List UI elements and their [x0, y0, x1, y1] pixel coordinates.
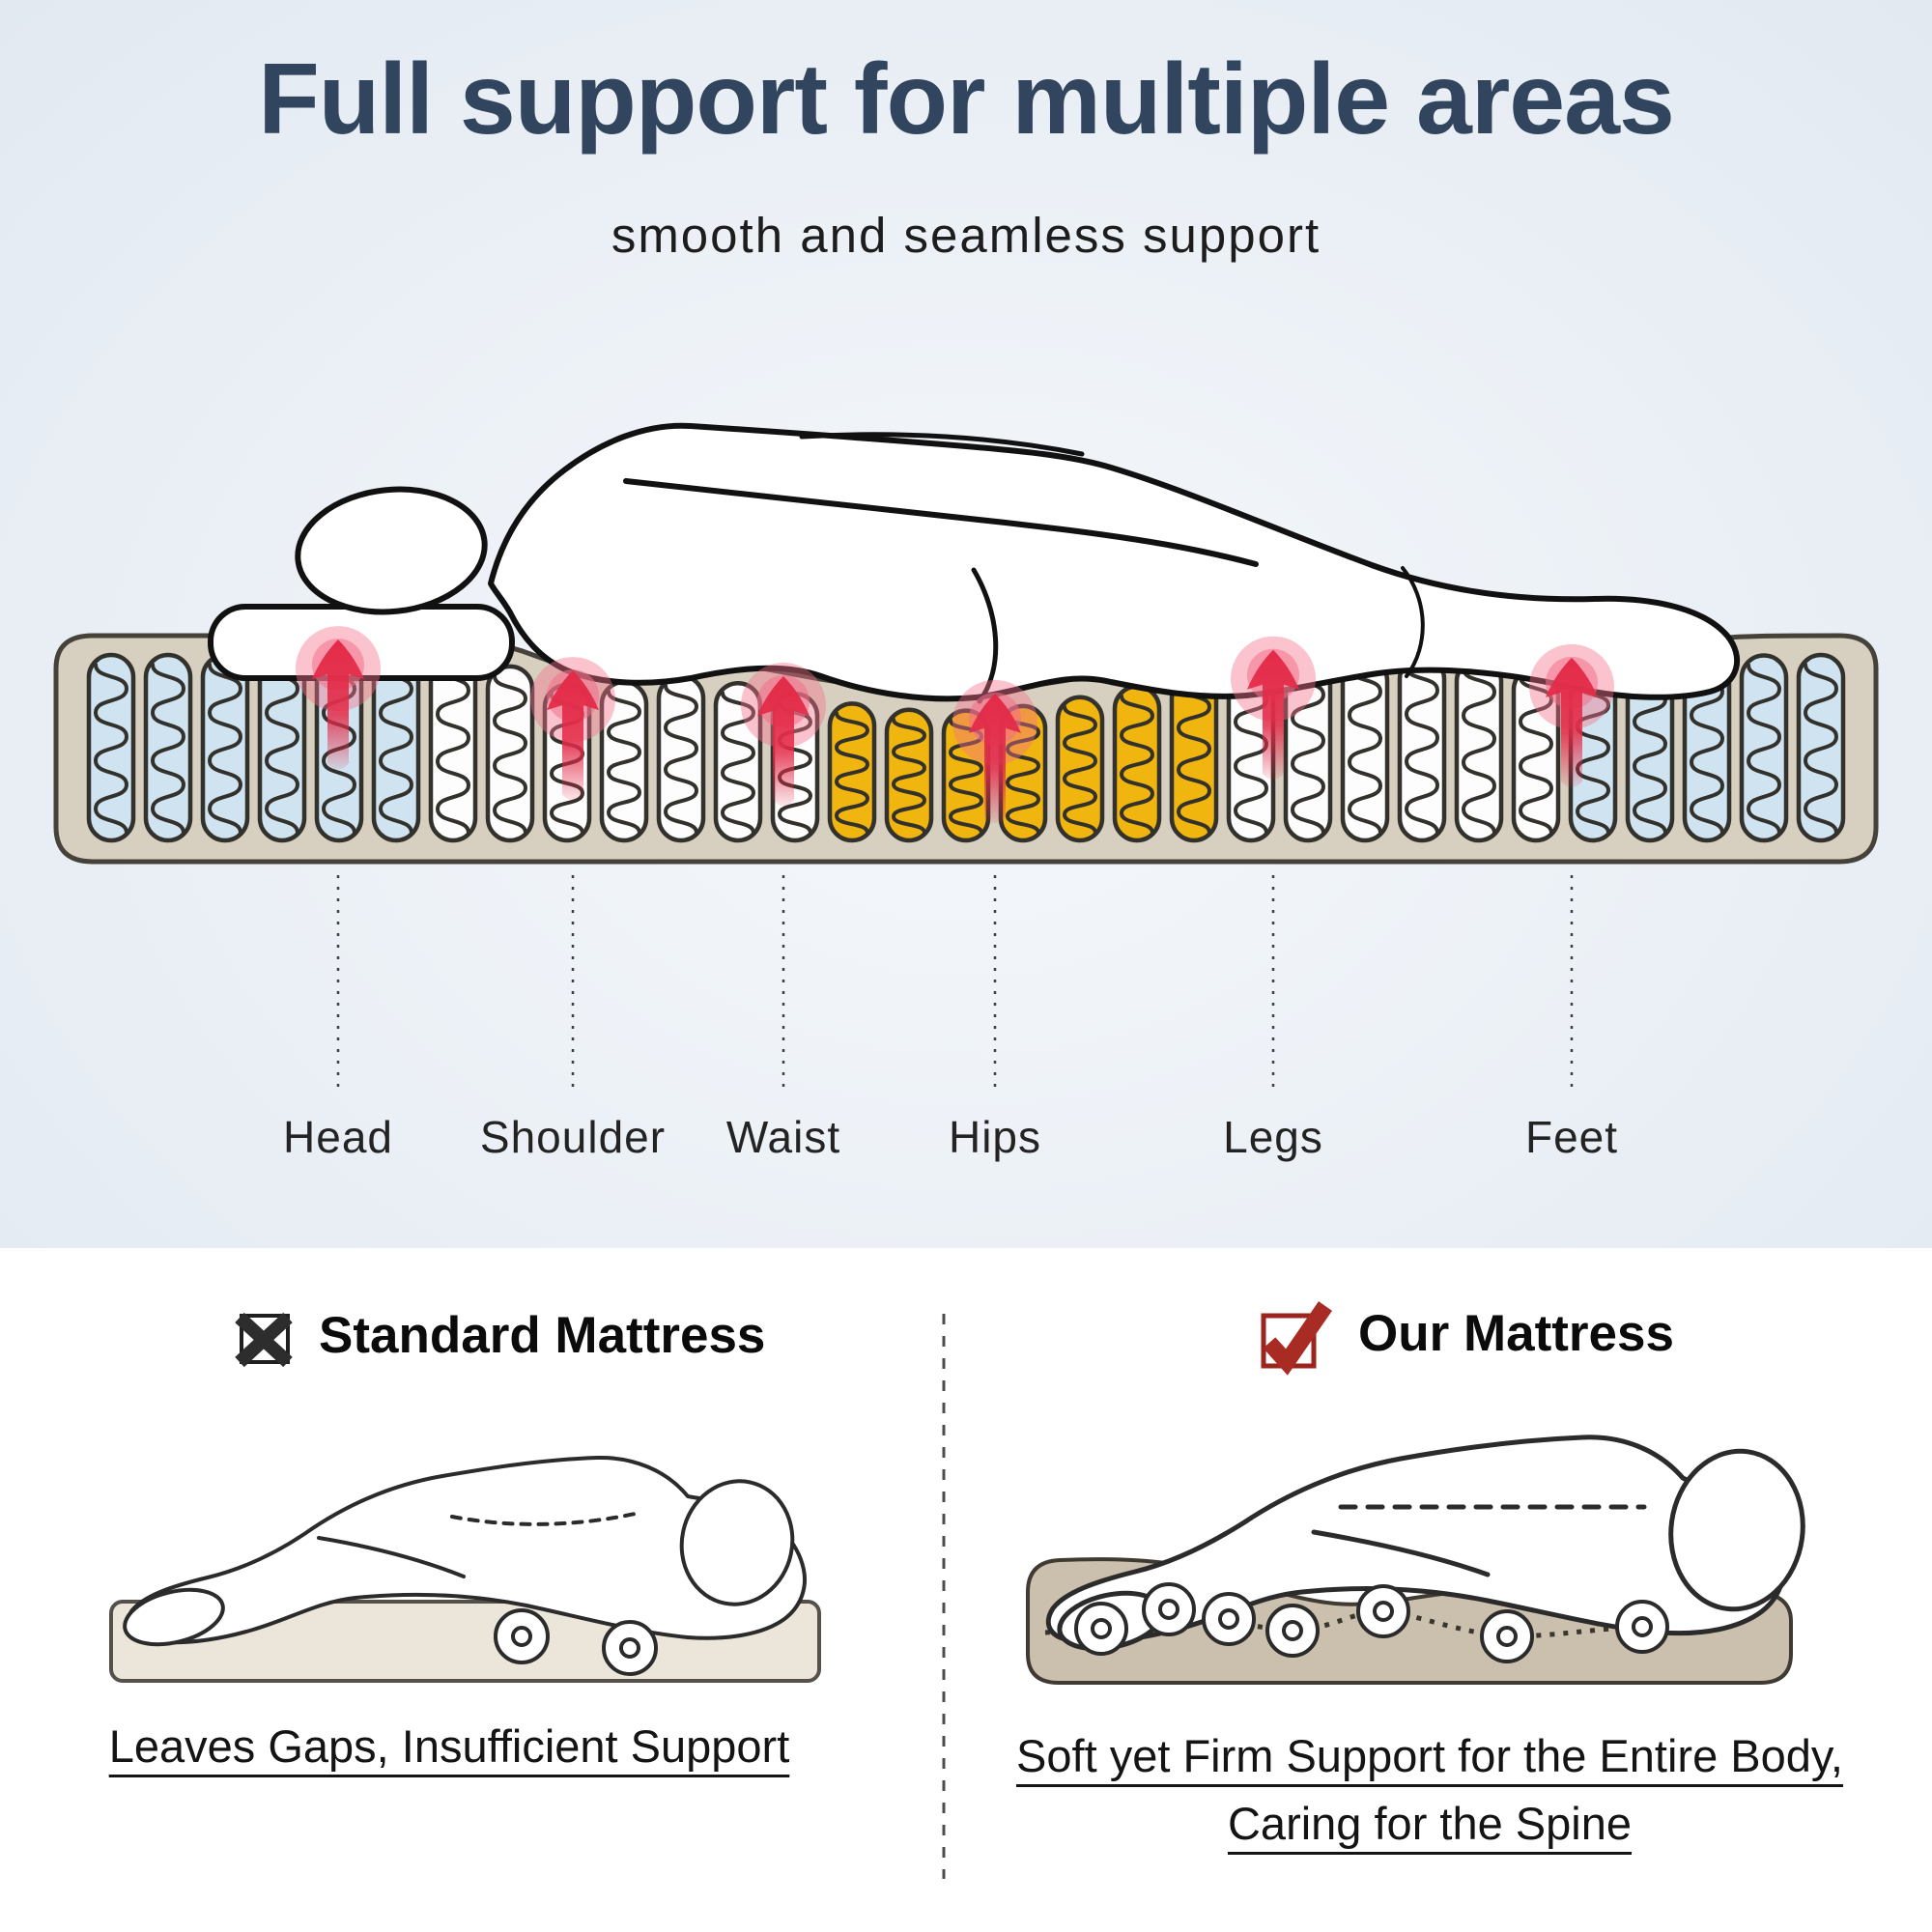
zone-label-waist: Waist	[725, 1112, 841, 1162]
label-guide-lines	[336, 875, 1574, 1094]
spring-coil	[891, 717, 927, 835]
spring-coil	[435, 665, 471, 835]
spring-coil	[1404, 665, 1440, 835]
spring-coil	[663, 683, 699, 835]
pressure-arrow	[1546, 657, 1598, 788]
check-icon	[1261, 1301, 1332, 1376]
spring-coil	[1746, 663, 1782, 835]
standard-mattress-title: Standard Mattress	[319, 1307, 766, 1364]
spring-coil	[1062, 704, 1098, 835]
spring-coil	[378, 663, 414, 835]
page-subtitle: smooth and seamless support	[611, 208, 1321, 263]
standard-coil-1-core	[511, 1626, 532, 1647]
our-mattress-caption-line2: Caring for the Spine	[1227, 1798, 1633, 1849]
body-outline	[488, 422, 1741, 702]
spring-coil	[1575, 682, 1611, 835]
spring-coil	[264, 663, 300, 835]
spring-coil	[492, 673, 528, 835]
pressure-arrow	[547, 670, 599, 801]
standard-mattress-illustration	[109, 1455, 821, 1683]
our-mattress-caption-line1: Soft yet Firm Support for the Entire Bod…	[1016, 1730, 1843, 1781]
standard-body-outline	[125, 1455, 807, 1645]
spring-coil	[720, 691, 756, 835]
standard-hand	[123, 1587, 225, 1647]
spring-coil	[1119, 694, 1155, 835]
hip-line	[971, 567, 999, 704]
zone-label-hips: Hips	[948, 1112, 1042, 1162]
spring-coil	[1632, 675, 1668, 835]
spring-coil	[777, 701, 813, 835]
sleeper-silhouette	[208, 422, 1741, 704]
spring-coil	[1176, 683, 1212, 835]
pressure-arrow	[312, 639, 364, 770]
spring-coil	[1689, 666, 1725, 835]
our-mattress-illustration	[1026, 1435, 1805, 1685]
spring-coil	[1803, 663, 1839, 835]
our-coils	[1074, 1582, 1669, 1663]
knee-line	[1401, 566, 1425, 678]
head	[295, 486, 488, 615]
standard-spine-line	[450, 1511, 641, 1526]
standard-coil-2-core	[619, 1637, 640, 1659]
zone-label-legs: Legs	[1223, 1112, 1323, 1162]
standard-head	[679, 1479, 795, 1606]
standard-mattress-caption: Leaves Gaps, Insufficient Support	[108, 1720, 790, 1772]
x-mark-icon	[235, 1312, 293, 1368]
pressure-arrows	[296, 626, 1614, 824]
page-title: Full support for multiple areas	[258, 43, 1675, 156]
pressure-arrow	[969, 693, 1021, 824]
zone-label-head: Head	[283, 1112, 393, 1162]
spring-coil	[606, 690, 642, 835]
spring-coil	[1518, 675, 1554, 835]
back-line	[799, 432, 1085, 457]
our-mattress-title: Our Mattress	[1358, 1305, 1674, 1362]
our-arm-line	[1311, 1529, 1491, 1577]
spring-coil	[1347, 666, 1383, 835]
pressure-arrow	[757, 676, 810, 807]
spring-coil	[150, 663, 186, 835]
arm-line	[623, 478, 1259, 567]
pressure-arrow	[1247, 649, 1299, 781]
standard-arm-line	[317, 1536, 466, 1578]
spring-coil	[1290, 669, 1326, 835]
zone-label-shoulder: Shoulder	[479, 1112, 667, 1162]
spring-coil	[1005, 713, 1041, 835]
zone-label-feet: Feet	[1524, 1112, 1619, 1162]
spring-coil	[834, 711, 870, 835]
our-head	[1668, 1448, 1805, 1612]
spring-coil	[93, 663, 129, 835]
spring-coil	[1461, 667, 1497, 835]
spring-coil	[207, 663, 243, 835]
